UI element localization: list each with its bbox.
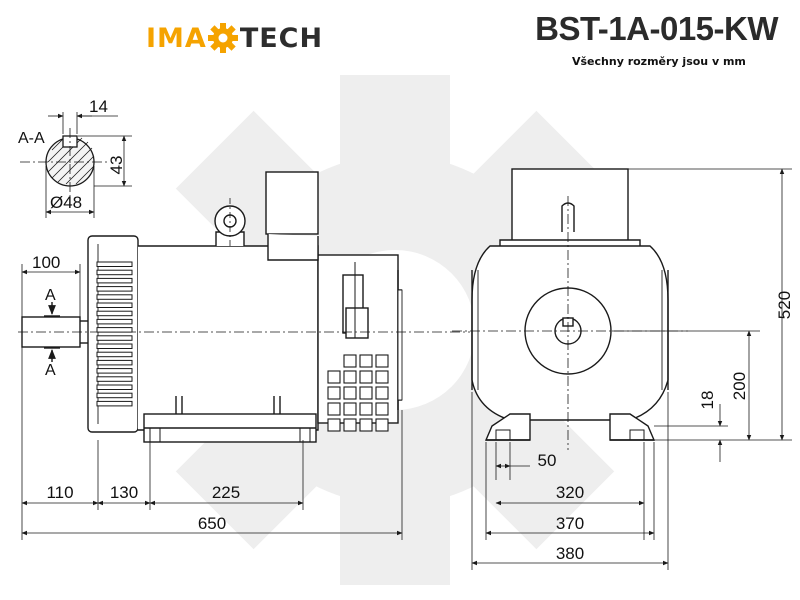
section-a-a — [20, 112, 132, 218]
fan-slot — [96, 343, 133, 349]
fan-slot — [96, 261, 133, 267]
fan-slot — [96, 277, 133, 284]
dim-foot-width: 370 — [556, 514, 584, 533]
terminal-cell — [343, 418, 357, 432]
side-view-dimensions — [21, 264, 403, 540]
end-view-dimensions — [471, 168, 792, 570]
dim-foot-spacing: 225 — [212, 483, 240, 502]
terminal-cell — [359, 370, 373, 384]
end-view — [452, 168, 688, 450]
fan-slot — [96, 376, 133, 382]
fan-slot — [96, 318, 133, 325]
terminal-cell — [343, 370, 357, 384]
section-mark-bottom: A — [45, 362, 56, 379]
fan-slot — [96, 286, 133, 292]
terminal-cell — [375, 418, 389, 432]
brand-logo: IMA TECH — [146, 18, 323, 58]
side-view — [18, 171, 470, 443]
terminal-cell — [359, 354, 373, 368]
fan-slot — [96, 384, 133, 390]
dim-section-diameter: Ø48 — [50, 193, 82, 212]
terminal-grid — [327, 354, 389, 432]
terminal-cell — [359, 386, 373, 400]
fan-slot — [96, 310, 133, 317]
fan-slot — [96, 327, 133, 333]
terminal-cell — [359, 402, 373, 416]
dim-key-width: 14 — [89, 97, 108, 116]
dim-foot-offset: 50 — [538, 451, 557, 470]
section-mark-top: A — [45, 287, 56, 304]
gear-icon — [207, 23, 238, 53]
fan-slot — [96, 302, 133, 308]
dim-fan-to-foot: 130 — [110, 483, 138, 502]
terminal-cell — [343, 386, 357, 400]
terminal-cell — [343, 354, 357, 368]
units-note: Všechny rozměry jsou v mm — [572, 55, 746, 68]
dim-foot-span: 320 — [556, 483, 584, 502]
fan-slot — [96, 392, 133, 399]
dim-shaft-length: 100 — [32, 253, 60, 272]
terminal-cell — [327, 370, 341, 384]
terminal-cell — [327, 418, 341, 432]
dim-total-height: 520 — [775, 291, 794, 319]
fan-slot — [96, 269, 133, 276]
model-title: BST-1A-015-KW — [535, 10, 778, 47]
fan-slot — [96, 400, 133, 407]
fan-slot — [96, 351, 133, 358]
dim-axis-height: 200 — [730, 372, 749, 400]
dim-section-height: 43 — [107, 156, 126, 175]
fan-slot — [96, 368, 133, 374]
logo-text-right: TECH — [239, 22, 324, 54]
terminal-cell — [375, 370, 389, 384]
terminal-cell — [375, 386, 389, 400]
terminal-cell — [343, 402, 357, 416]
dim-foot-height: 18 — [698, 391, 717, 410]
terminal-cell — [359, 418, 373, 432]
fan-slot — [96, 335, 133, 341]
fan-slot — [96, 294, 133, 300]
fan-slot — [96, 359, 133, 366]
dim-shaft-to-fan: 110 — [46, 483, 73, 502]
dim-overall-width: 380 — [556, 544, 584, 563]
terminal-cell — [327, 386, 341, 400]
logo-text-left: IMA — [146, 22, 207, 54]
dim-overall-length: 650 — [198, 514, 226, 533]
terminal-cell — [327, 402, 341, 416]
section-label: A-A — [18, 130, 45, 147]
header: IMA TECH BST-1A-015-KW Všechny rozměry j… — [0, 0, 800, 80]
terminal-cell — [375, 402, 389, 416]
fan-slots — [96, 261, 133, 407]
terminal-cell — [375, 354, 389, 368]
